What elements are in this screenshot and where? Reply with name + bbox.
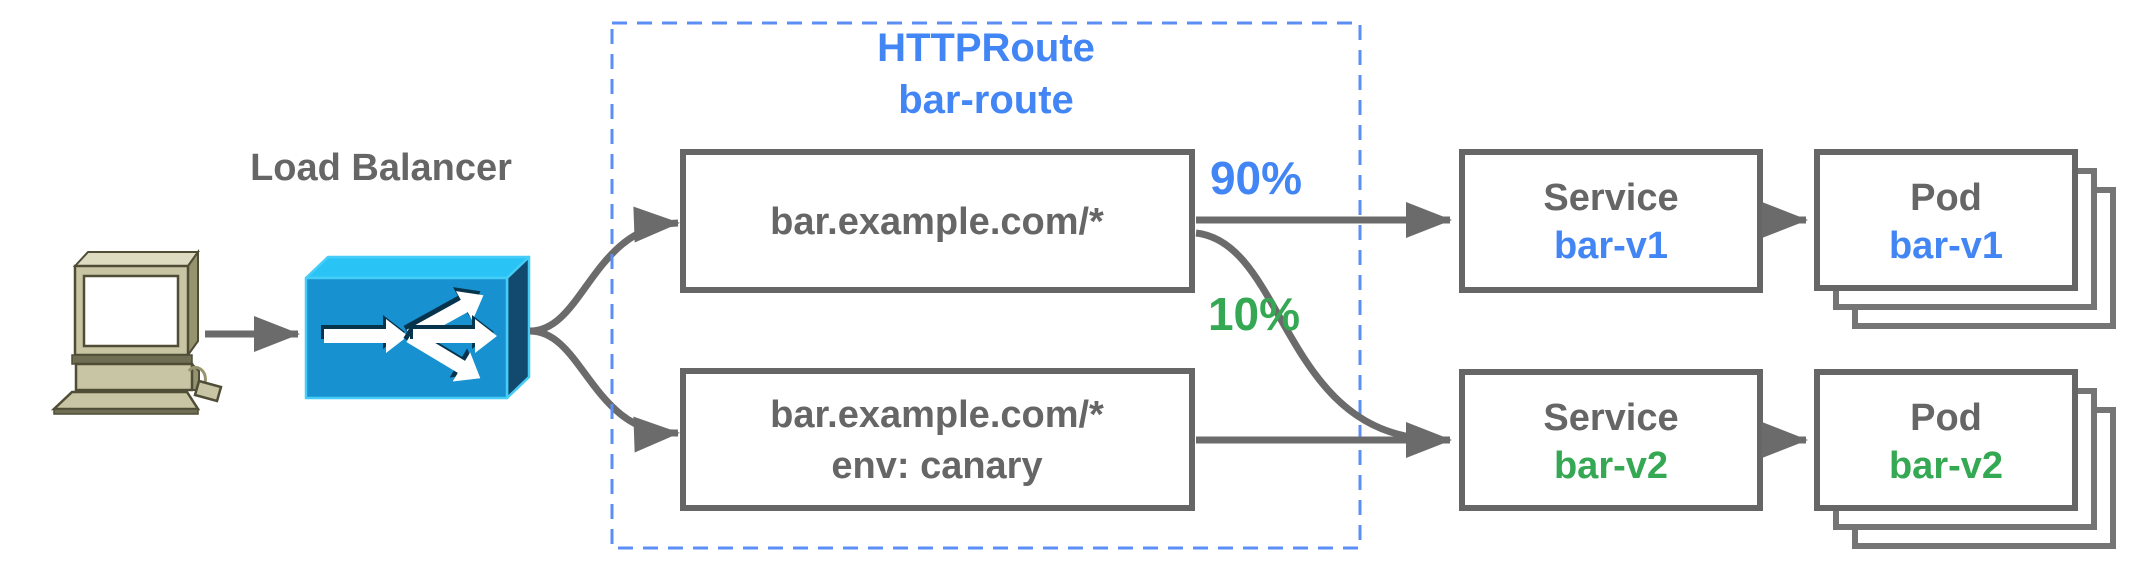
pod-v1-name-label: bar-v1 bbox=[1889, 225, 2003, 267]
httproute-kind-label: HTTPRoute bbox=[877, 26, 1095, 70]
pod-v2-kind-label: Pod bbox=[1910, 397, 1982, 439]
keyboard bbox=[50, 390, 201, 411]
arrow-rule-1-to-service-v2-curve bbox=[1195, 229, 1429, 443]
lb-arrow-mid bbox=[413, 319, 497, 353]
service-v1-kind-label: Service bbox=[1543, 177, 1678, 219]
rule-2-match-label: bar.example.com/* bbox=[770, 394, 1104, 436]
rule-box-2 bbox=[680, 368, 1195, 511]
pod-v2-card-1 bbox=[1814, 369, 2078, 511]
service-v2-name-label: bar-v2 bbox=[1554, 445, 1668, 487]
monitor-screen bbox=[82, 274, 180, 348]
weight-label-10: 10% bbox=[1208, 288, 1300, 340]
computer-base bbox=[74, 362, 194, 392]
httproute-boundary bbox=[610, 21, 1362, 550]
keyboard-front-edge bbox=[53, 408, 199, 415]
lb-arrow-in bbox=[324, 319, 408, 353]
mouse-cable bbox=[187, 366, 207, 384]
service-v1-name-label: bar-v1 bbox=[1554, 225, 1668, 267]
rule-1-match-label: bar.example.com/* bbox=[770, 201, 1104, 243]
pod-v1-stack: Pod bar-v1 bbox=[1814, 149, 2116, 329]
lb-top-face bbox=[304, 255, 531, 280]
httproute-name-label: bar-route bbox=[898, 78, 1074, 122]
monitor-stand bbox=[71, 354, 193, 365]
weight-label-90: 90% bbox=[1210, 152, 1302, 204]
rule-2-header-match-label: env: canary bbox=[831, 445, 1042, 487]
lb-side-face bbox=[505, 255, 531, 400]
service-v2-kind-label: Service bbox=[1543, 397, 1678, 439]
lb-distribution-arrows bbox=[321, 287, 497, 382]
mouse bbox=[193, 379, 223, 403]
arrow-lb-to-rule-1 bbox=[529, 206, 680, 335]
arrow-lb-to-rule-2 bbox=[529, 327, 680, 453]
monitor-side-face bbox=[187, 248, 199, 359]
load-balancer-label: Load Balancer bbox=[250, 147, 512, 189]
rule-box-1 bbox=[680, 149, 1195, 293]
pod-v2-name-label: bar-v2 bbox=[1889, 445, 2003, 487]
desktop-computer-icon bbox=[50, 248, 223, 415]
load-balancer-icon bbox=[304, 255, 531, 400]
service-v1-box bbox=[1459, 149, 1763, 293]
pod-v1-card-1 bbox=[1814, 149, 2078, 291]
pod-v2-stack: Pod bar-v2 bbox=[1814, 369, 2116, 549]
monitor-top-face bbox=[72, 251, 200, 267]
pod-v1-kind-label: Pod bbox=[1910, 177, 1982, 219]
service-v2-box bbox=[1459, 369, 1763, 511]
